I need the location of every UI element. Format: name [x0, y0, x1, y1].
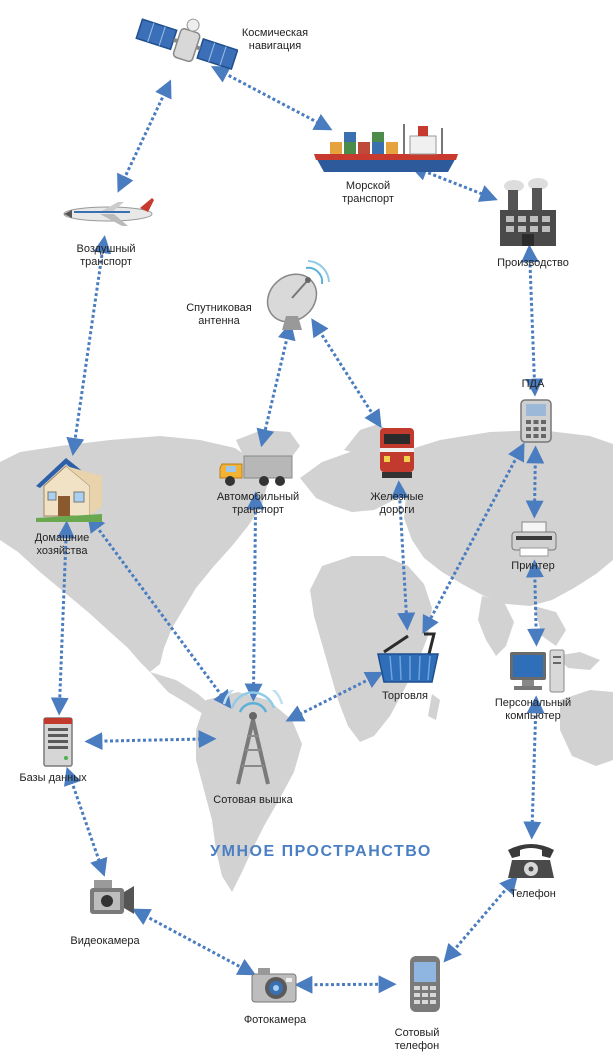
label-satellite: Космическая навигация	[241, 27, 309, 52]
label-camera: Фотокамера	[243, 1014, 307, 1026]
telephone-icon	[508, 844, 554, 878]
ship-icon	[314, 124, 458, 172]
server-icon	[43, 717, 73, 767]
arrow-satellite-airplane	[117, 79, 172, 193]
label-tower: Сотовая вышка	[213, 794, 293, 806]
map-australia	[560, 690, 613, 766]
label-truck: Автомобильный транспорт	[216, 491, 300, 516]
arrow-printer-pc	[525, 559, 546, 647]
arrow-pc-phone	[523, 695, 545, 840]
arrow-pda-basket	[422, 442, 525, 634]
diagram-title: УМНОЕ ПРОСТРАНСТВО	[210, 843, 432, 860]
label-ship: Морской транспорт	[342, 180, 394, 205]
camera-icon	[251, 968, 297, 1003]
arrow-factory-pda	[520, 244, 544, 397]
label-basket: Торговля	[382, 690, 428, 702]
camcorder-icon	[90, 880, 134, 914]
pda-icon	[520, 399, 552, 443]
arrow-airplane-house	[66, 235, 112, 456]
arrow-server-tower	[84, 730, 217, 751]
cell-tower-icon	[222, 690, 284, 785]
satellite-icon	[135, 18, 238, 71]
label-camcorder: Видеокамера	[70, 935, 140, 947]
label-pda: ПДА	[521, 378, 545, 390]
arrow-camcorder-camera	[131, 908, 257, 976]
arrow-house-server	[50, 520, 76, 716]
label-phone: Телефон	[510, 888, 556, 900]
printer-icon	[511, 521, 557, 557]
map-indonesia	[556, 652, 600, 670]
factory-icon	[500, 178, 556, 246]
arrow-truck-tower	[244, 491, 265, 702]
arrow-basket-tower	[285, 671, 384, 722]
computer-icon	[510, 649, 565, 693]
map-south-america	[196, 692, 302, 892]
label-airplane: Воздушный транспорт	[76, 243, 136, 268]
mobile-phone-icon	[410, 956, 440, 1012]
label-server: Базы данных	[19, 772, 87, 784]
label-pc: Персональный компьютер	[494, 697, 572, 722]
house-icon	[36, 458, 102, 522]
arrow-ship-factory	[409, 163, 498, 202]
airplane-icon	[63, 198, 154, 226]
label-factory: Производство	[497, 257, 569, 269]
train-icon	[380, 428, 414, 478]
arrow-dish-truck	[256, 321, 296, 448]
arrow-server-camcorder	[64, 766, 108, 877]
arrow-dish-train	[311, 318, 382, 429]
label-train: Железные дороги	[370, 491, 424, 516]
label-mobile: Сотовый телефон	[394, 1027, 440, 1052]
map-madagascar	[428, 694, 440, 720]
label-house: Домашние хозяйства	[34, 532, 90, 557]
arrow-camera-mobile	[294, 975, 397, 994]
satellite-dish-icon	[266, 260, 330, 330]
label-dish: Спутниковая антенна	[186, 302, 252, 327]
arrow-phone-mobile	[443, 875, 518, 963]
arrow-house-tower	[87, 514, 232, 709]
truck-icon	[219, 455, 293, 486]
arrow-pda-printer	[525, 445, 545, 519]
label-printer: Принтер	[511, 560, 555, 572]
shopping-basket-icon	[377, 632, 439, 683]
arrow-train-basket	[390, 480, 416, 631]
